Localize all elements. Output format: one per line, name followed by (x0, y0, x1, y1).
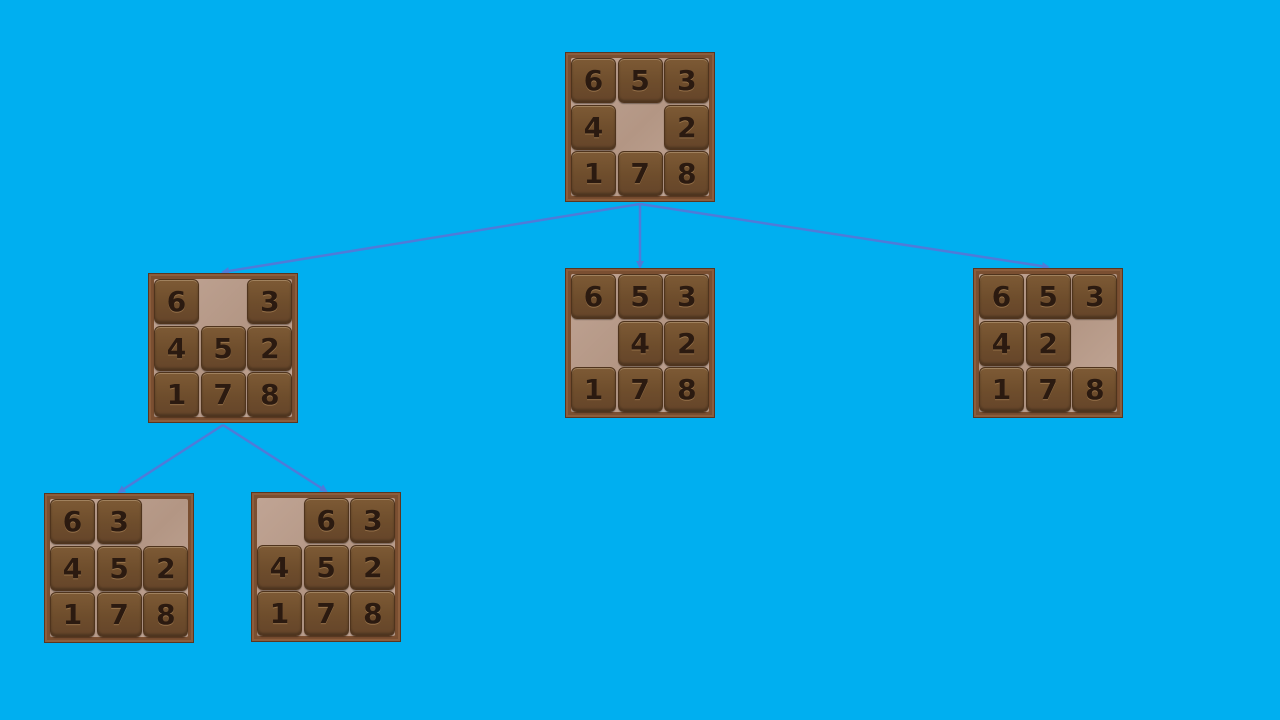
puzzle-tile: 5 (617, 274, 663, 319)
puzzle-tile: 6 (50, 499, 95, 544)
puzzle-tile: 6 (303, 498, 349, 543)
puzzle-tile: 5 (96, 545, 142, 591)
puzzle-tile: 2 (350, 544, 396, 590)
puzzle-tile: 2 (664, 320, 710, 366)
puzzle-tile: 2 (1025, 320, 1071, 366)
puzzle-tile: 1 (154, 372, 199, 418)
puzzle-tile: 7 (617, 367, 663, 413)
puzzle-tile: 5 (200, 325, 246, 371)
puzzle-tile: 4 (257, 544, 302, 590)
puzzle-tile: 1 (257, 591, 302, 637)
puzzle-tile: 8 (247, 372, 293, 418)
edge-child-left-to-grandchild-right (222, 423, 328, 493)
puzzle-tile: 2 (247, 325, 293, 371)
puzzle-tile: 8 (664, 367, 710, 413)
puzzle-tile: 5 (303, 544, 349, 590)
puzzle-tile: 4 (617, 320, 663, 366)
puzzle-tile: 7 (303, 591, 349, 637)
puzzle-tile: 3 (247, 279, 293, 324)
puzzle-tile: 7 (200, 372, 246, 418)
puzzle-tile: 8 (350, 591, 396, 637)
puzzle-tile: 5 (617, 58, 663, 103)
puzzle-tile: 7 (617, 151, 663, 197)
puzzle-tile: 4 (979, 320, 1024, 366)
puzzle-tile: 3 (1072, 274, 1118, 319)
edge-root-to-child-right (639, 202, 1050, 271)
puzzle-tile: 4 (50, 545, 95, 591)
puzzle-tile: 6 (571, 58, 616, 103)
puzzle-tile: 5 (1025, 274, 1071, 319)
puzzle-tile: 8 (143, 592, 189, 638)
puzzle-tile: 2 (143, 545, 189, 591)
puzzle-tile: 3 (96, 499, 142, 544)
puzzle-tile: 3 (350, 498, 396, 543)
puzzle-tile: 2 (664, 104, 710, 150)
puzzle-tile: 4 (571, 104, 616, 150)
puzzle-tile: 8 (1072, 367, 1118, 413)
puzzle-tile: 1 (979, 367, 1024, 413)
puzzle-tile: 1 (571, 151, 616, 197)
puzzle-tile: 1 (571, 367, 616, 413)
puzzle-tile: 4 (154, 325, 199, 371)
puzzle-tile: 7 (96, 592, 142, 638)
edge-root-to-child-left (221, 202, 641, 275)
puzzle-tile: 6 (154, 279, 199, 324)
puzzle-tile: 3 (664, 274, 710, 319)
puzzle-tile: 7 (1025, 367, 1071, 413)
puzzle-tile: 6 (571, 274, 616, 319)
puzzle-tile: 8 (664, 151, 710, 197)
puzzle-tile: 3 (664, 58, 710, 103)
puzzle-tile: 6 (979, 274, 1024, 319)
puzzle-tile: 1 (50, 592, 95, 638)
edge-child-left-to-grandchild-left (117, 423, 224, 494)
